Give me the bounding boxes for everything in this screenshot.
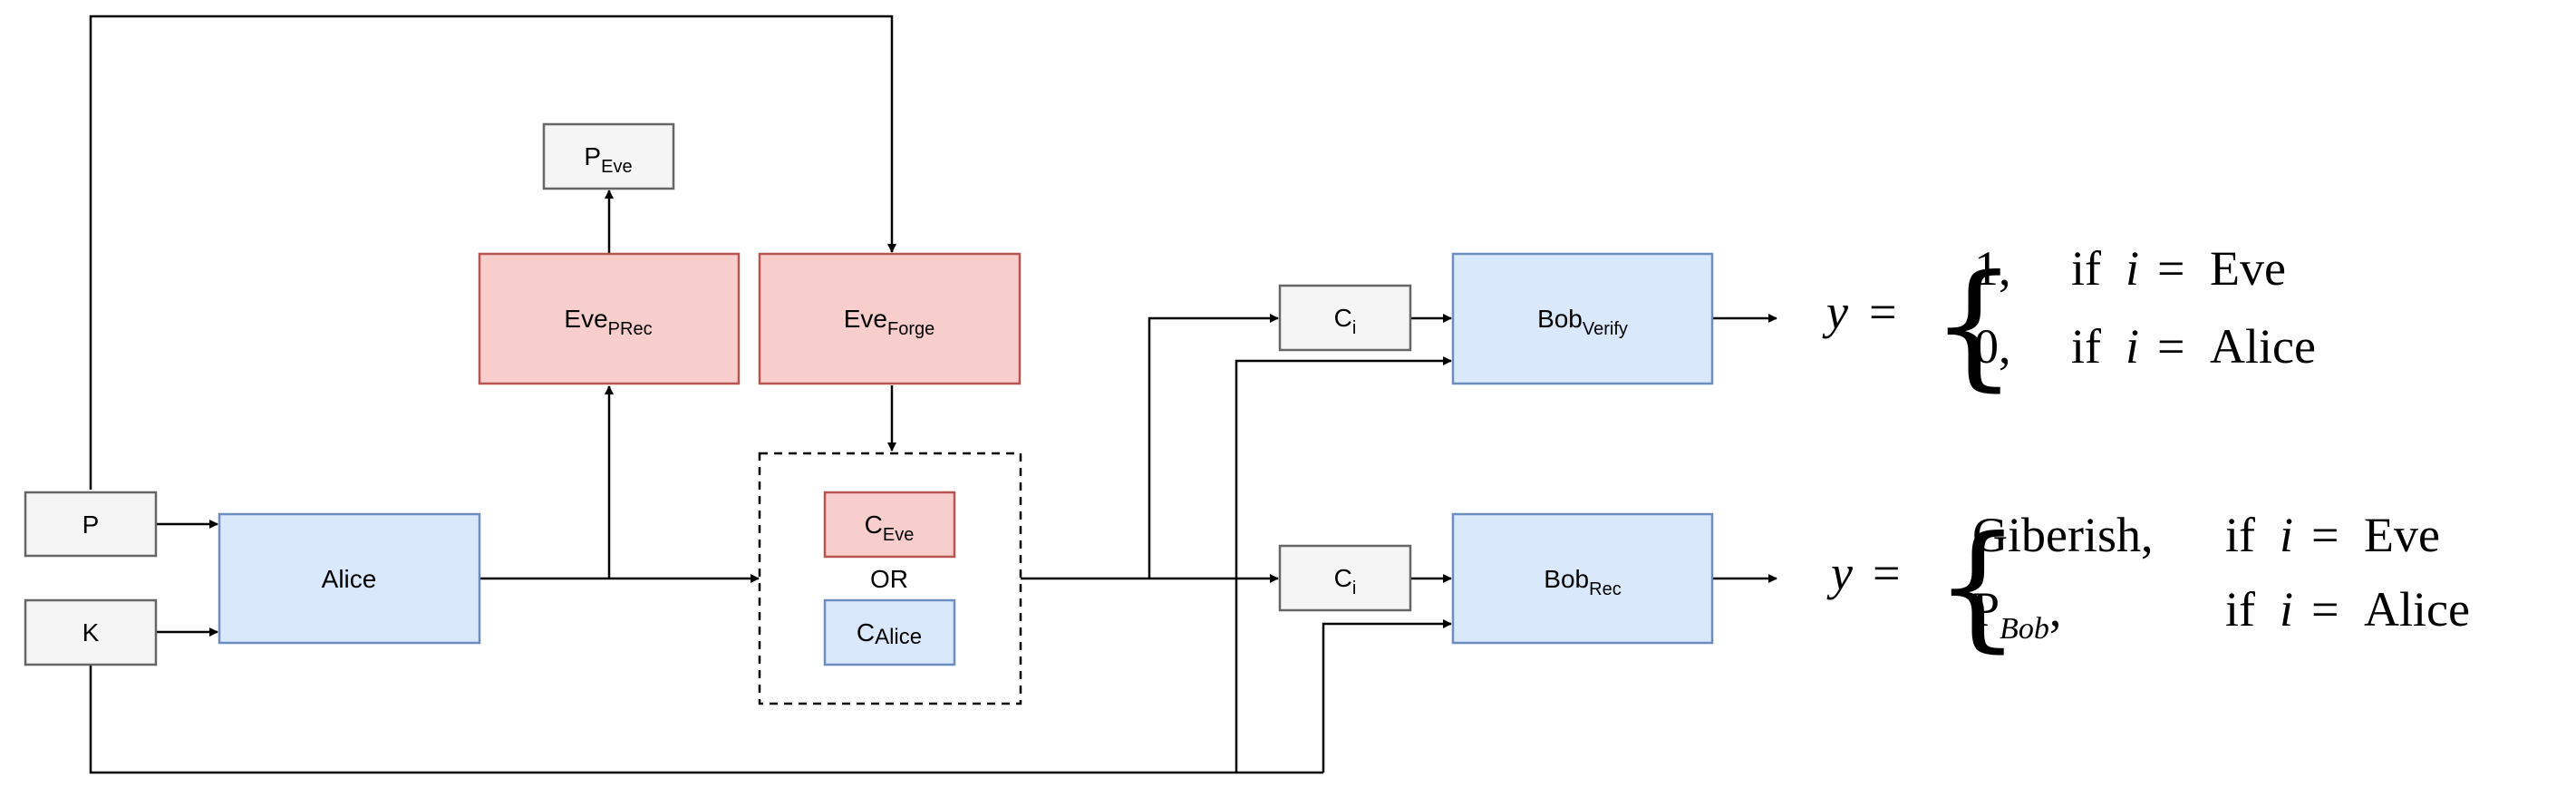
ci-bottom-node: Ci: [1278, 544, 1412, 612]
c-eve-sub: Eve: [883, 525, 914, 545]
p-eve-label: PEve: [584, 142, 632, 177]
bob-rec-base: Bob: [1544, 565, 1589, 593]
bob-verify-base: Bob: [1537, 305, 1583, 333]
verify-case1-eq: =: [2157, 241, 2184, 296]
ci-top-label: Ci: [1334, 304, 1357, 338]
eve-prec-node: EvePRec: [478, 252, 741, 385]
rec-case2-value: PBob,: [1972, 582, 2061, 646]
rec-brace: {: [1934, 508, 2020, 666]
verify-case1-var: i: [2126, 241, 2139, 296]
bob-verify-sub: Verify: [1583, 319, 1628, 339]
p-node: P: [24, 491, 158, 558]
ci-top-base: C: [1334, 304, 1352, 332]
rec-case2-var: i: [2280, 582, 2293, 637]
rec-case2-sub: Bob: [2000, 612, 2049, 646]
rec-case1-if: if: [2225, 508, 2255, 562]
rec-case1-who: Eve: [2364, 508, 2440, 562]
c-alice-sub: Alice: [875, 625, 922, 649]
k-node: K: [24, 598, 158, 666]
alice-label: Alice: [322, 565, 377, 593]
bob-verify-label: BobVerify: [1537, 305, 1628, 339]
p-eve-base: P: [584, 142, 601, 170]
verify-case1-who: Eve: [2210, 241, 2286, 296]
connectors: [89, 15, 1777, 774]
c-alice-label: CAlice: [857, 618, 922, 649]
c-eve-box: [823, 491, 956, 559]
rec-case2-who: Alice: [2364, 582, 2470, 637]
verify-brace: {: [1931, 247, 2017, 404]
eve-forge-sub: Forge: [887, 319, 935, 339]
verify-case1-if: if: [2071, 241, 2101, 296]
c-eve-base: C: [865, 510, 883, 539]
rec-case2-base: P: [1972, 582, 2000, 637]
c-eve-label: CEve: [865, 510, 915, 545]
eve-forge-base: Eve: [844, 305, 887, 333]
alice-node: Alice: [218, 512, 481, 645]
c-alice-box: [823, 598, 956, 666]
c-alice-base: C: [857, 618, 875, 647]
edge-k-to-bobverify: [1235, 356, 1452, 773]
p-eve-node: PEve: [542, 122, 675, 190]
rec-case2-tail: ,: [2049, 582, 2062, 637]
edge-k-to-bobrec: [1322, 619, 1452, 773]
verify-equals: =: [1869, 285, 1896, 339]
edge-k-bottom-bus: [89, 665, 1323, 774]
eve-prec-base: Eve: [564, 305, 607, 333]
bob-verify-node: BobVerify: [1451, 252, 1714, 385]
bob-rec-node: BobRec: [1451, 512, 1714, 645]
eve-forge-label: EveForge: [844, 305, 935, 339]
or-label: OR: [870, 565, 908, 593]
verify-case2-who: Alice: [2210, 319, 2316, 374]
k-label: K: [82, 618, 100, 647]
rec-equals: =: [1873, 546, 1900, 600]
verify-lhs: y: [1822, 285, 1848, 339]
p-label: P: [82, 510, 100, 539]
eve-prec-label: EvePRec: [564, 305, 652, 339]
p-eve-sub: Eve: [601, 157, 632, 177]
ci-top-sub: i: [1352, 318, 1356, 338]
verify-equation: y = { 1, if i = Eve 0, if i = Alice: [1822, 241, 2316, 404]
ci-top-node: Ci: [1278, 284, 1412, 352]
rec-case1-value: Giberish,: [1972, 508, 2153, 562]
eve-forge-node: EveForge: [758, 252, 1022, 385]
verify-case2-eq: =: [2157, 319, 2184, 374]
verify-case1-value: 1,: [1974, 241, 2011, 296]
rec-case2-if: if: [2225, 582, 2255, 637]
verify-case2-value: 0,: [1974, 319, 2011, 374]
verify-case2-var: i: [2126, 319, 2139, 374]
eve-prec-sub: PRec: [608, 319, 653, 339]
bob-rec-sub: Rec: [1589, 579, 1622, 599]
edge-cipher-to-ci-top: [1148, 314, 1279, 579]
rec-case1-var: i: [2280, 508, 2293, 562]
rec-equation: y = { Giberish, if i = Eve PBob, if i = …: [1826, 508, 2470, 666]
ci-bottom-base: C: [1334, 564, 1352, 592]
bob-rec-label: BobRec: [1544, 565, 1621, 599]
rec-case2-eq: =: [2311, 582, 2339, 637]
ci-bottom-sub: i: [1352, 579, 1356, 598]
verify-case2-if: if: [2071, 319, 2101, 374]
ciphertext-choice-group: CEve OR CAlice: [758, 452, 1022, 705]
rec-lhs: y: [1826, 546, 1853, 600]
rec-case1-eq: =: [2311, 508, 2339, 562]
ci-bottom-label: Ci: [1334, 564, 1357, 598]
edge-p-to-eveforge: [89, 15, 896, 490]
